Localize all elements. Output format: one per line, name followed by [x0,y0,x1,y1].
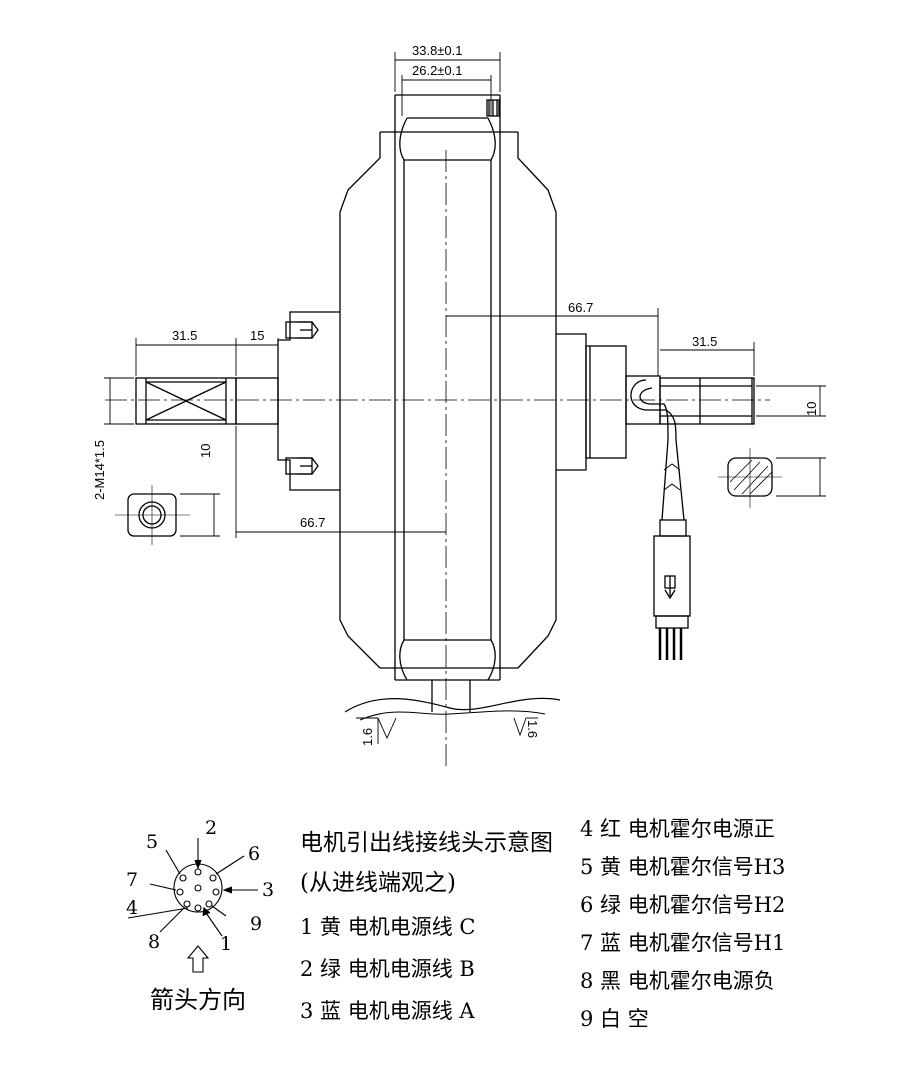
dim-26-2: 26.2±0.1 [412,63,463,78]
motor-hub-body [339,94,561,721]
legend-item-4: 4 红 电机霍尔电源正 [580,817,775,841]
left-axle-end-view [115,485,190,545]
right-axle-end-view [718,448,782,508]
pin-label-9: 9 [250,913,262,935]
legend-item-6: 6 绿 电机霍尔信号H2 [580,893,785,917]
arrow-direction-label: 箭头方向 [150,986,246,1014]
connector-pin-diagram [127,838,258,973]
dim-10-left: 10 [198,444,213,458]
pin-label-3: 3 [262,879,274,901]
dim-66-7-right: 66.7 [568,300,593,315]
left-axle [135,311,340,491]
legend-title: 电机引出线接线头示意图 [300,830,553,856]
legend-item-2: 2 绿 电机电源线 B [300,957,475,981]
dim-31-5-right: 31.5 [692,334,717,349]
legend-item-7: 7 蓝 电机霍尔信号H1 [580,931,785,955]
right-axle [556,333,755,660]
pin-label-1: 1 [220,933,232,955]
dimension-lines [104,52,826,744]
roughness-right: 1.6 [525,720,540,738]
pin-label-6: 6 [248,843,260,865]
dim-15: 15 [250,328,264,343]
dim-thread: 2-M14*1.5 [92,440,107,500]
legend-item-9: 9 白 空 [580,1007,649,1031]
dim-31-5-left: 31.5 [172,328,197,343]
pin-label-7: 7 [126,869,138,891]
legend-item-5: 5 黄 电机霍尔信号H3 [580,855,785,879]
legend-subtitle: (从进线端观之) [300,870,456,896]
dim-33-8: 33.8±0.1 [412,43,463,58]
legend-item-1: 1 黄 电机电源线 C [300,915,475,939]
pin-label-2: 2 [205,817,217,839]
center-lines [105,150,770,770]
dim-66-7-left: 66.7 [300,515,325,530]
roughness-left: 1.6 [360,728,375,746]
legend-item-8: 8 黑 电机霍尔电源负 [580,969,775,993]
legend-item-3: 3 蓝 电机电源线 A [300,999,475,1023]
pin-label-4: 4 [126,897,138,919]
dim-10-right: 10 [804,402,819,416]
pin-label-8: 8 [148,931,160,953]
pin-label-5: 5 [146,831,158,853]
